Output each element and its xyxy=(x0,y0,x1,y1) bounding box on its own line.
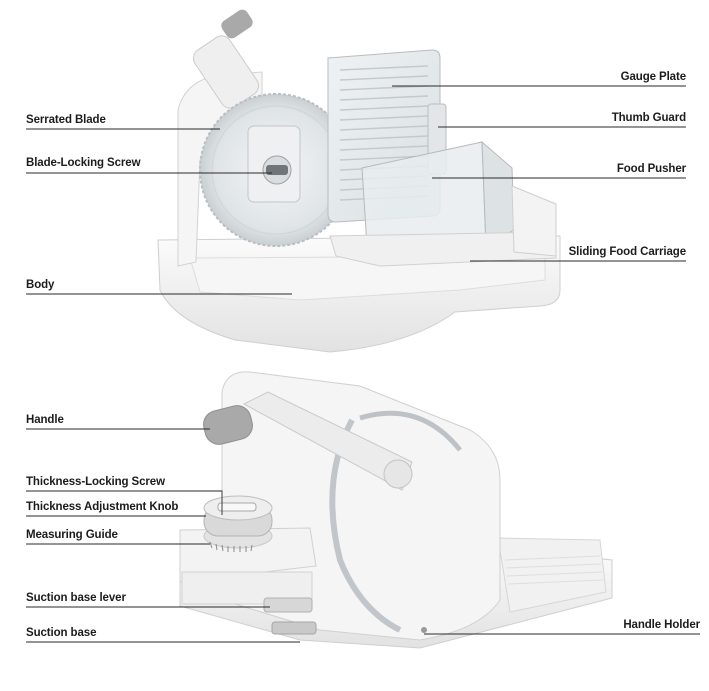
slicer-front-view xyxy=(157,9,561,353)
label-blade-locking-screw: Blade-Locking Screw xyxy=(26,157,141,169)
gauge-plate-ribs xyxy=(339,65,429,201)
label-gauge-plate: Gauge Plate xyxy=(620,71,686,83)
label-suction-base: Suction base xyxy=(26,627,97,639)
label-handle-holder: Handle Holder xyxy=(623,619,700,631)
back-base-ribs xyxy=(504,555,604,585)
label-serrated-blade: Serrated Blade xyxy=(26,114,106,126)
leader-lines xyxy=(26,85,700,643)
back-blade-rim xyxy=(359,410,462,452)
leader-thickness-locking-screw xyxy=(26,490,223,515)
carriage-side-wall xyxy=(511,185,557,257)
handle-holder xyxy=(421,627,427,633)
arm-pivot xyxy=(383,459,413,489)
suction-base xyxy=(271,621,317,635)
blade-locking-screw-slot xyxy=(266,165,288,175)
handle-arm xyxy=(242,391,413,491)
label-thumb-guard: Thumb Guard xyxy=(611,112,686,124)
measuring-guide-ticks xyxy=(209,541,253,552)
handle-grip-top xyxy=(221,9,253,39)
thickness-locking-screw xyxy=(217,502,257,512)
label-thickness-adjustment-knob: Thickness Adjustment Knob xyxy=(26,501,179,513)
slicer-back-view xyxy=(179,371,613,649)
label-sliding-food-carriage: Sliding Food Carriage xyxy=(568,246,686,258)
label-suction-base-lever: Suction base lever xyxy=(26,592,126,604)
label-handle: Handle xyxy=(26,414,64,426)
food-pusher-side xyxy=(481,140,515,247)
label-food-pusher: Food Pusher xyxy=(616,163,686,175)
label-measuring-guide: Measuring Guide xyxy=(26,529,118,541)
label-thickness-locking-screw: Thickness-Locking Screw xyxy=(26,476,165,488)
suction-base-lever xyxy=(263,597,313,613)
label-body: Body xyxy=(26,279,55,291)
handle-grip xyxy=(203,405,253,445)
